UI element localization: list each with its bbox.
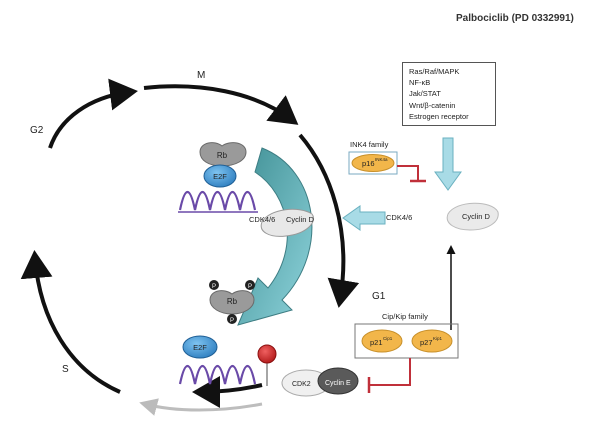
- cip-inhibition: [370, 358, 411, 386]
- cycle-arc-m: [48, 78, 138, 149]
- rb-label: Rb: [217, 151, 228, 160]
- cip-kip-group: Cip/Kip family p21 Cip1 p27 Kip1: [354, 312, 459, 393]
- rb-phosphorylation-arrow: [237, 147, 313, 326]
- dna-helix: [178, 190, 257, 211]
- p27-label: p27: [420, 338, 433, 347]
- cdk2-cyclin-e: CDK2 Cyclin E: [281, 367, 359, 397]
- e2f-bottom-label: E2F: [193, 343, 207, 352]
- return-arrow-gray: [139, 398, 263, 416]
- cdk46-cyclin-d-left: CDK4/6 Cyclin D: [249, 208, 315, 237]
- cdk2-label: CDK2: [292, 381, 311, 388]
- signal-arrow-down: [434, 137, 462, 191]
- cycle-arc-g1: [298, 133, 360, 308]
- activation-arrow-left: [342, 205, 386, 231]
- cell-cycle-circle: [20, 78, 360, 408]
- phase-s-label: S: [62, 364, 69, 375]
- drug-title: Palbociclib (PD 0332991): [456, 13, 574, 24]
- ink4-family-label: INK4 family: [350, 140, 389, 149]
- phospho-p3: P: [230, 318, 234, 324]
- prb-label: Rb: [227, 297, 238, 306]
- cycle-arc-s: [20, 250, 121, 394]
- signal-item: Wnt/β-catenin: [409, 100, 456, 110]
- p16-sup: INK4a: [375, 157, 388, 162]
- phase-g2-label: G2: [30, 125, 44, 136]
- signal-item: Jak/STAT: [409, 89, 441, 99]
- p16-label: p16: [362, 159, 375, 168]
- p21-sup: Cip1: [383, 336, 393, 341]
- e2f-protein: [203, 164, 237, 188]
- e2f-free-bottom: E2F: [178, 335, 257, 385]
- phospho-p2: P: [248, 284, 252, 290]
- phase-m-label: M: [197, 70, 205, 81]
- phospho-p1: P: [212, 284, 216, 290]
- signal-item: NF-κB: [409, 78, 431, 88]
- e2f-label: E2F: [213, 172, 227, 181]
- cycle-arc-s-bottom: [192, 375, 263, 408]
- phospho-rb-complex: Rb P P P: [209, 280, 255, 324]
- p21-label: p21: [370, 338, 383, 347]
- cdk46-label-left: CDK4/6: [249, 215, 275, 224]
- cdk46-label-right: CDK4/6: [386, 213, 412, 222]
- cyclin-d-label-right: Cyclin D: [462, 212, 491, 221]
- stop-pin: [257, 344, 277, 386]
- dna-helix-bottom: [178, 364, 257, 385]
- p16-inhibition: [397, 165, 419, 180]
- cycle-arc-m2: [143, 84, 299, 125]
- upstream-signals-box: Ras/Raf/MAPK NF-κB Jak/STAT Wnt/β-cateni…: [402, 62, 496, 126]
- cdk46-cyclin-d-right: CDK4/6 Cyclin D: [386, 202, 499, 231]
- rb-protein: [199, 142, 247, 167]
- ink4-group: INK4 family p16 INK4a: [348, 140, 426, 183]
- cip-family-label: Cip/Kip family: [382, 312, 428, 321]
- cyclin-d-label-left: Cyclin D: [286, 215, 315, 224]
- phase-g1-label: G1: [372, 291, 386, 302]
- p27-sup: Kip1: [433, 336, 443, 341]
- signal-item: Ras/Raf/MAPK: [409, 67, 460, 76]
- cyclin-e-label: Cyclin E: [325, 380, 351, 387]
- rb-e2f-complex-top: Rb E2F: [178, 142, 258, 213]
- signal-item: Estrogen receptor: [409, 111, 469, 121]
